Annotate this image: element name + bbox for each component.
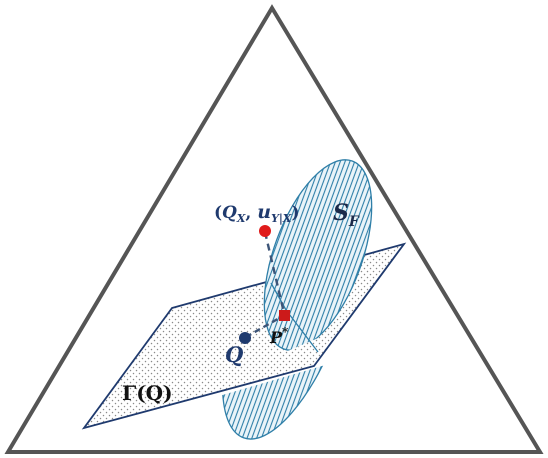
point-q-marker xyxy=(239,332,251,344)
point-p-star-marker xyxy=(279,310,290,321)
label-qx-u: (QX, uY|X) xyxy=(214,201,300,225)
point-qx-u-marker xyxy=(259,225,271,237)
surface-upper-part xyxy=(263,159,373,351)
label-surface-sf: SF xyxy=(333,200,360,230)
simplex-triangle xyxy=(4,4,544,454)
label-plane-gamma: Γ(Q) xyxy=(122,381,173,405)
dashed-line-upper xyxy=(263,231,286,314)
label-point-p-star: P* xyxy=(269,325,289,347)
dashed-line-lower xyxy=(245,314,284,339)
label-point-q: Q xyxy=(225,342,243,367)
